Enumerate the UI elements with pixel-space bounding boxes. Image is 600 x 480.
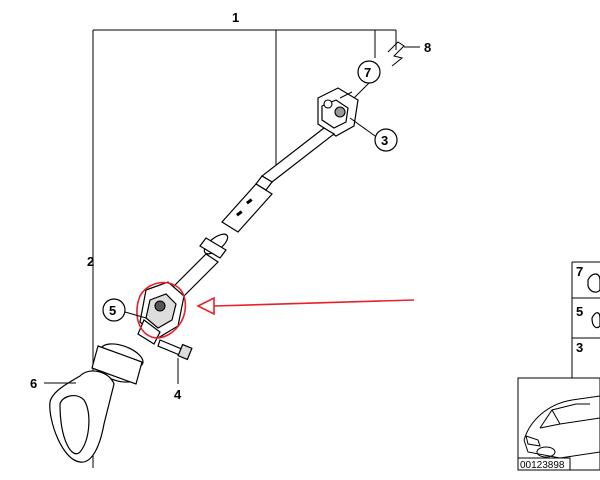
bolt-part [157, 339, 193, 384]
upper-universal-joint [317, 87, 359, 137]
callout-8: 8 [424, 40, 431, 55]
upper-shaft [221, 127, 336, 233]
legend-7: 7 [576, 264, 583, 279]
callout-3-marker [349, 117, 398, 152]
callout-5-marker [102, 298, 147, 322]
legend-5: 5 [576, 304, 583, 319]
callout-5: 5 [109, 303, 116, 318]
callout-7: 7 [364, 65, 371, 80]
callout-1: 1 [232, 10, 239, 25]
callout-4: 4 [174, 387, 182, 402]
vehicle-thumbnail [517, 377, 600, 471]
legend-3: 3 [576, 340, 583, 355]
seal-ring [91, 343, 144, 385]
highlight-arrow [196, 296, 415, 316]
callout-3: 3 [381, 133, 388, 148]
callout-7-marker [351, 60, 381, 101]
highlight-circle [136, 281, 187, 339]
callout-6: 6 [30, 376, 37, 391]
steering-boot [44, 370, 115, 463]
callout-2: 2 [87, 254, 94, 269]
shaft-collar [199, 233, 229, 259]
spring-clip-part [387, 41, 420, 67]
diagram-id: 00123898 [520, 460, 565, 471]
lower-universal-joint [137, 281, 185, 345]
legend-panel [571, 261, 600, 378]
